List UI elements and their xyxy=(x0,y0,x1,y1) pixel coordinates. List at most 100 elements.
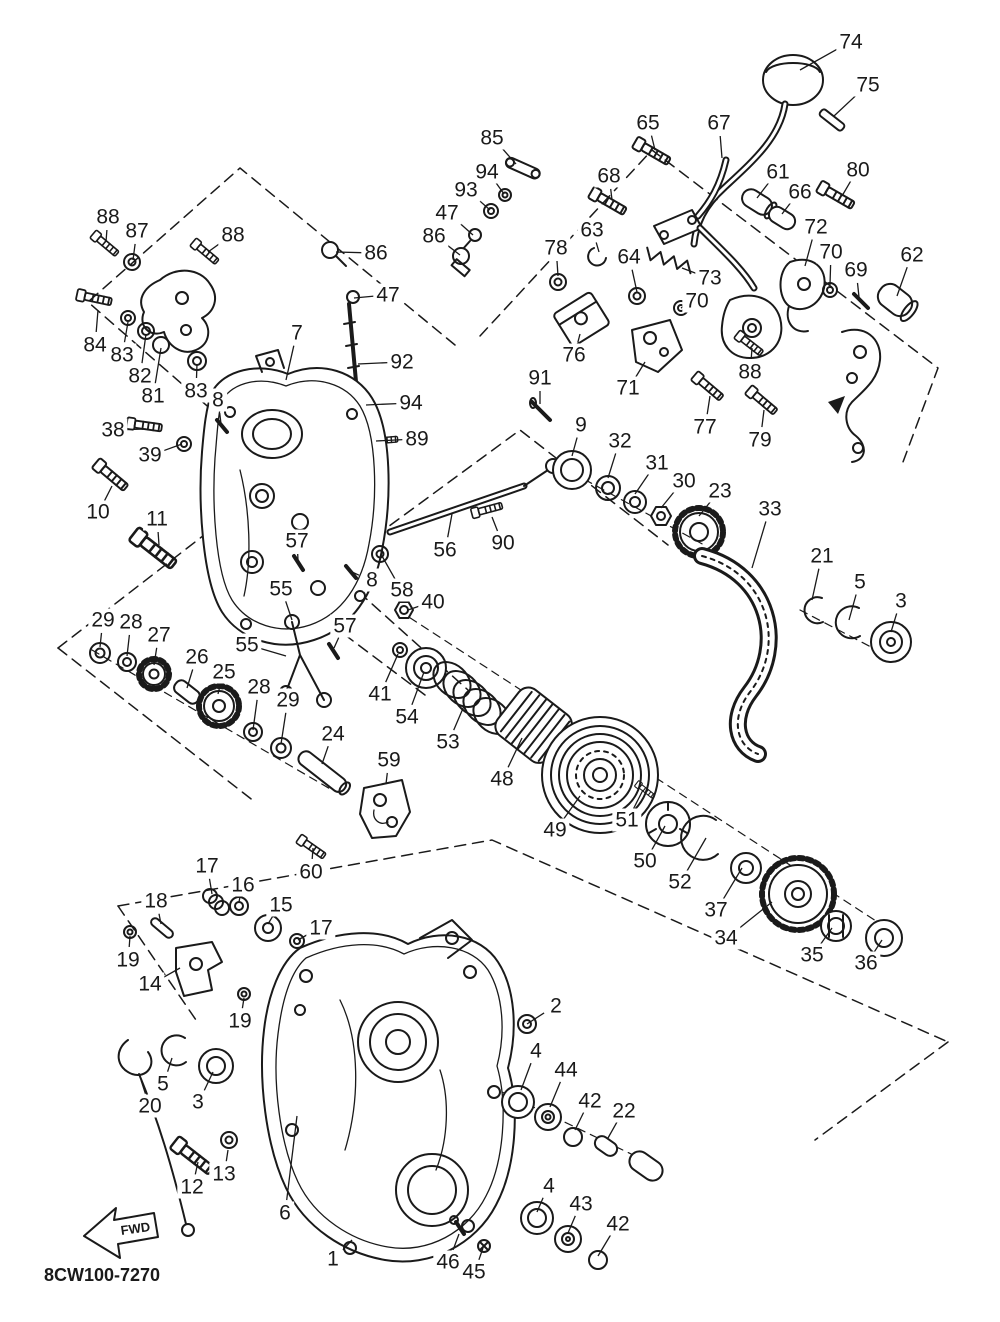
part-callout-58: 58 xyxy=(387,578,417,602)
leader-line xyxy=(556,260,559,277)
part-callout-33: 33 xyxy=(755,497,785,521)
leader-line xyxy=(686,837,707,872)
part-callout-22: 22 xyxy=(609,1099,639,1123)
part-callout-4: 4 xyxy=(540,1174,558,1198)
gear-34 xyxy=(759,855,837,933)
pin-18 xyxy=(150,917,174,939)
washer-19b xyxy=(240,990,248,998)
nut-30 xyxy=(650,506,672,526)
leader-line xyxy=(132,243,136,261)
upper-cover-7 xyxy=(90,349,390,646)
leader-line xyxy=(280,712,287,745)
leader-line xyxy=(162,443,183,452)
leader-line xyxy=(549,1081,562,1108)
leader-line xyxy=(241,997,245,1009)
leader-line xyxy=(123,321,129,343)
plug-22 xyxy=(593,1135,619,1157)
o-ring-42a xyxy=(563,1127,583,1147)
part-callout-86: 86 xyxy=(419,224,449,248)
part-callout-88: 88 xyxy=(735,360,765,384)
leader-line xyxy=(597,1234,612,1257)
part-callout-13: 13 xyxy=(209,1162,239,1186)
seal-44 xyxy=(534,1103,562,1131)
seal-43 xyxy=(554,1225,582,1253)
shift-detent-parts xyxy=(529,135,692,422)
leader-line xyxy=(411,671,425,706)
leader-line xyxy=(750,347,753,360)
leader-line xyxy=(634,473,650,495)
pin-57b xyxy=(327,642,340,660)
part-callout-72: 72 xyxy=(801,215,831,239)
bearing-row-and-chain xyxy=(552,450,778,763)
bracket-59 xyxy=(359,779,411,839)
shift-shaft-brackets xyxy=(689,179,919,463)
part-callout-81: 81 xyxy=(138,384,168,408)
part-callout-53: 53 xyxy=(433,730,463,754)
leader-line xyxy=(166,1057,173,1072)
part-callout-29: 29 xyxy=(88,608,118,632)
leader-line xyxy=(567,1215,576,1234)
part-callout-39: 39 xyxy=(135,443,165,467)
screw-45 xyxy=(477,1239,491,1253)
part-callout-60: 60 xyxy=(296,860,326,884)
part-callout-42: 42 xyxy=(575,1089,605,1113)
leader-line xyxy=(335,251,363,254)
part-callout-66: 66 xyxy=(785,180,815,204)
leader-line xyxy=(507,737,523,768)
part-callout-87: 87 xyxy=(122,219,152,243)
plug-2 xyxy=(522,1019,532,1029)
leader-line xyxy=(126,428,147,431)
leader-line xyxy=(407,605,420,611)
leader-line xyxy=(781,201,792,215)
lower-cover-assembly xyxy=(261,919,537,1263)
leader-line xyxy=(353,295,375,299)
leader-line xyxy=(896,266,908,297)
leader-line xyxy=(153,647,158,666)
lever-pin-75 xyxy=(818,108,846,132)
part-callout-77: 77 xyxy=(690,415,720,439)
leader-line xyxy=(452,1233,460,1251)
part-callout-88: 88 xyxy=(93,205,123,229)
part-callout-44: 44 xyxy=(551,1058,581,1082)
seal-4a xyxy=(501,1085,535,1119)
leader-line xyxy=(285,345,295,381)
part-callout-78: 78 xyxy=(541,236,571,260)
part-callout-20: 20 xyxy=(135,1094,165,1118)
leader-line xyxy=(736,901,773,931)
part-callout-51: 51 xyxy=(612,808,642,832)
part-callout-73: 73 xyxy=(695,266,725,290)
bracket-cluster-topleft xyxy=(74,229,222,371)
leader-line xyxy=(756,181,770,199)
part-callout-19: 19 xyxy=(225,1009,255,1033)
leader-line xyxy=(607,453,617,479)
part-callout-16: 16 xyxy=(228,873,258,897)
part-callout-82: 82 xyxy=(125,364,155,388)
part-callout-43: 43 xyxy=(566,1192,596,1216)
part-callout-86: 86 xyxy=(361,241,391,265)
segment-plate-71 xyxy=(631,319,683,373)
part-callout-62: 62 xyxy=(897,243,927,267)
leader-line xyxy=(453,705,465,731)
leader-line xyxy=(126,634,131,657)
leader-line xyxy=(681,267,698,275)
diagram-code: 8CW100-7270 xyxy=(44,1265,161,1285)
part-callout-59: 59 xyxy=(374,748,404,772)
gasket-6 xyxy=(261,932,516,1263)
bearing-3 xyxy=(870,621,912,663)
gear-27 xyxy=(136,656,172,692)
bracket-72 xyxy=(779,258,826,311)
part-callout-26: 26 xyxy=(182,645,212,669)
leader-line xyxy=(104,485,113,501)
part-callout-68: 68 xyxy=(594,164,624,188)
gear-25 xyxy=(196,683,242,729)
leader-line xyxy=(631,269,638,293)
part-callout-35: 35 xyxy=(797,943,827,967)
pin-69 xyxy=(852,292,870,310)
fwd-arrow: FWD xyxy=(83,1207,159,1259)
collar-66 xyxy=(767,205,797,231)
washer-19a xyxy=(126,928,134,936)
shaft-24 xyxy=(297,750,352,796)
clutch-assembly xyxy=(392,601,903,957)
leader-line xyxy=(95,309,99,333)
